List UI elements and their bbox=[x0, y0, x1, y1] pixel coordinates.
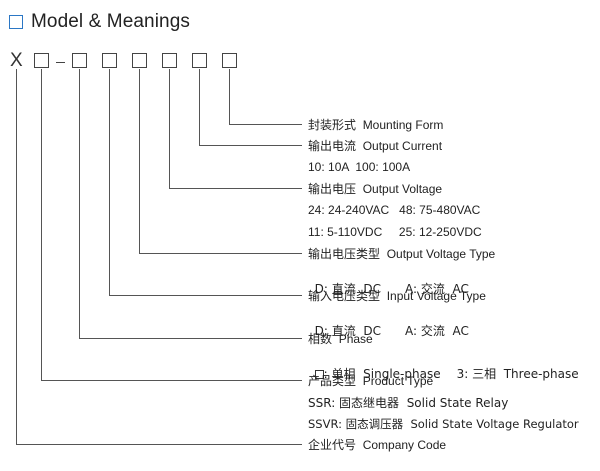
label-phase: 相数 Phase bbox=[308, 332, 373, 346]
product-type-option-ssvr: SSVR: 固态调压器 Solid State Voltage Regulato… bbox=[308, 417, 579, 431]
leader-product bbox=[41, 69, 302, 381]
code-separator bbox=[56, 62, 65, 64]
label-input-voltage-type: 输入电压类型 Input Voltage Type bbox=[308, 289, 486, 303]
heading-square-icon bbox=[9, 15, 23, 29]
code-prefix: X bbox=[10, 50, 23, 71]
code-box-input-voltage-type bbox=[102, 53, 117, 68]
output-voltage-options-1: 24: 24-240VAC 48: 75-480VAC bbox=[308, 203, 481, 217]
empty-square-icon bbox=[314, 370, 324, 379]
label-mounting-form: 封装形式 Mounting Form bbox=[308, 118, 444, 132]
leader-out-voltage bbox=[169, 69, 302, 189]
label-product-type: 产品类型 Product Type bbox=[308, 374, 434, 388]
label-output-current: 输出电流 Output Current bbox=[308, 139, 443, 153]
code-box-output-voltage bbox=[162, 53, 177, 68]
code-box-product-type bbox=[34, 53, 49, 68]
leader-mounting bbox=[229, 69, 302, 125]
leader-in-type bbox=[109, 69, 302, 296]
section-heading: Model & Meanings bbox=[9, 9, 190, 35]
heading-title: Model & Meanings bbox=[31, 11, 190, 32]
output-voltage-options-2: 11: 5-110VDC 25: 12-250VDC bbox=[308, 225, 482, 239]
leader-current bbox=[199, 69, 302, 146]
leader-company bbox=[16, 69, 302, 445]
output-current-options: 10: 10A 100: 100A bbox=[308, 160, 411, 174]
code-box-output-current bbox=[192, 53, 207, 68]
code-box-phase bbox=[72, 53, 87, 68]
label-output-voltage-type: 输出电压类型 Output Voltage Type bbox=[308, 247, 496, 261]
label-output-voltage: 输出电压 Output Voltage bbox=[308, 182, 443, 196]
code-box-mounting-form bbox=[222, 53, 237, 68]
code-box-output-voltage-type bbox=[132, 53, 147, 68]
label-company-code: 企业代号 Company Code bbox=[308, 438, 447, 452]
product-type-option-ssr: SSR: 固态继电器 Solid State Relay bbox=[308, 396, 509, 410]
leader-phase bbox=[79, 69, 302, 339]
leader-out-type bbox=[139, 69, 302, 254]
